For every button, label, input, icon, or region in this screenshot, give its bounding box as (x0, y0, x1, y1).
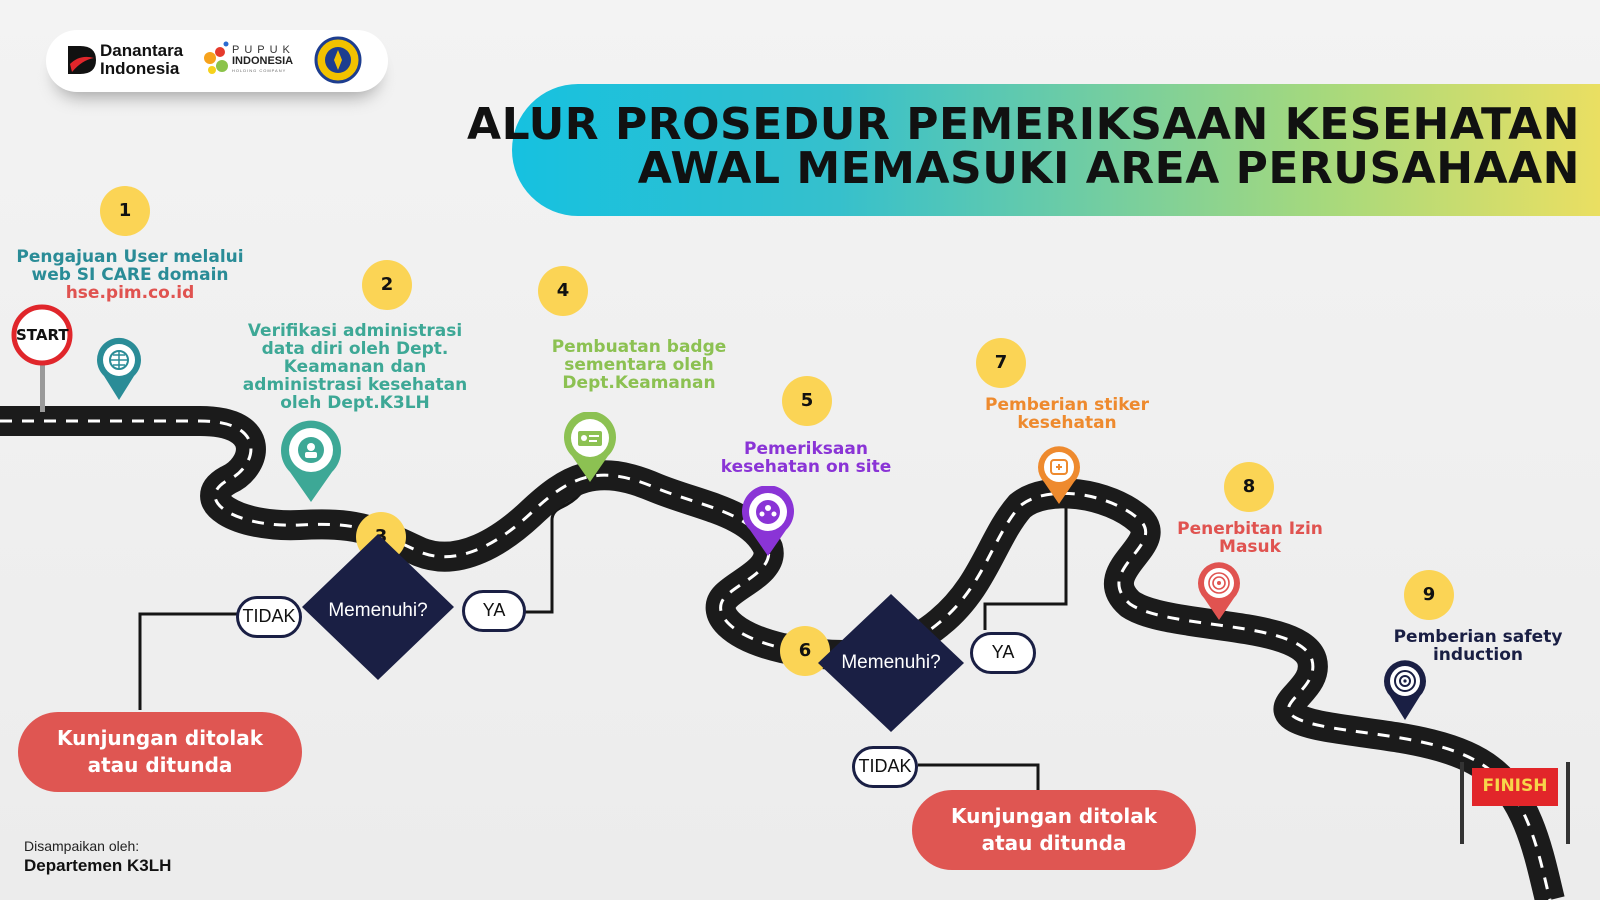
step-number-2: 2 (362, 260, 412, 310)
footer-department: Departemen K3LH (24, 856, 172, 875)
step-number-5: 5 (782, 376, 832, 426)
badge-card-icon (564, 412, 616, 482)
start-label: START (16, 326, 69, 344)
step-7-line1: Pemberian stiker (985, 395, 1149, 415)
decision-diamond-1 (302, 534, 454, 680)
step-9-line1: Pemberian safety (1393, 627, 1563, 647)
start-sign (11, 304, 73, 412)
decision-1-question: Memenuhi? (328, 600, 428, 621)
step-number-1: 1 (100, 186, 150, 236)
step-8-label: Penerbitan Izin Masuk (1150, 520, 1350, 556)
step-5-line1: Pemeriksaan (744, 439, 868, 459)
sticker-icon (1038, 446, 1080, 504)
title-line1: ALUR PROSEDUR PEMERIKSAAN KESEHATAN (467, 99, 1580, 150)
decision-1-no: TIDAK (236, 596, 302, 638)
step-number-8: 8 (1224, 462, 1274, 512)
reject-2-line2: atau ditunda (981, 831, 1127, 855)
pupuk-logo-dots-icon (204, 41, 229, 74)
finish-label: FINISH (1482, 776, 1548, 796)
reject-1-line2: atau ditunda (87, 753, 233, 777)
step-1-url: hse.pim.co.id (65, 283, 195, 303)
step-4-label: Pembuatan badge sementara oleh Dept.Keam… (520, 338, 758, 392)
step-2-label: Verifikasi administrasi data diri oleh D… (230, 322, 480, 412)
reject-1-line1: Kunjungan ditolak (56, 726, 264, 750)
decision-2-no: TIDAK (852, 746, 918, 788)
step-number-6: 6 (780, 626, 830, 676)
step-5-line2: kesehatan on site (720, 457, 892, 477)
decision-1-yes: YA (462, 590, 526, 632)
step-4-line1: Pembuatan badge (551, 337, 727, 357)
reject-box-2: Kunjungan ditolak atau ditunda (912, 790, 1196, 870)
step-2-line2: data diri oleh Dept. (261, 339, 449, 359)
connector-tidak-1 (138, 612, 238, 710)
id-verify-icon (281, 420, 341, 502)
step-5-label: Pemeriksaan kesehatan on site (690, 440, 922, 476)
reject-box-1: Kunjungan ditolak atau ditunda (18, 712, 302, 792)
step-number-7: 7 (976, 338, 1026, 388)
step-2-line4: administrasi kesehatan (242, 375, 468, 395)
step-4-line2: sementara oleh (564, 355, 714, 375)
step-4-line3: Dept.Keamanan (562, 373, 716, 393)
step-number-9: 9 (1404, 570, 1454, 620)
globe-icon (97, 337, 141, 400)
title-banner: ALUR PROSEDUR PEMERIKSAAN KESEHATAN AWAL… (467, 84, 1600, 216)
step-9-line2: induction (1432, 645, 1523, 665)
step-number-4: 4 (538, 266, 588, 316)
footer-label: Disampaikan oleh: (24, 838, 140, 854)
step-8-line1: Penerbitan Izin (1177, 519, 1323, 539)
pupuk-line2: INDONESIA (232, 55, 294, 67)
reject-2-line1: Kunjungan ditolak (950, 804, 1158, 828)
connector-tidak-2 (918, 763, 1040, 794)
danantara-wordmark: Danantara Indonesia (100, 42, 183, 78)
decision-2-question: Memenuhi? (841, 652, 941, 673)
step-9-label: Pemberian safety induction (1378, 628, 1578, 664)
title-line2: AWAL MEMASUKI AREA PERUSAHAAN (637, 143, 1580, 194)
danantara-logo-icon (68, 46, 96, 74)
medical-team-icon (742, 486, 794, 556)
step-2-line1: Verifikasi administrasi (247, 321, 463, 341)
step-7-label: Pemberian stiker kesehatan (952, 396, 1182, 432)
decision-diamond-2 (818, 594, 964, 732)
finish-gate (1460, 762, 1570, 844)
target-icon (1384, 660, 1426, 720)
step-1-line1: Pengajuan User melalui (16, 247, 244, 267)
step-1-label: Pengajuan User melalui web SI CARE domai… (0, 248, 260, 302)
fingerprint-icon (1198, 562, 1240, 620)
decision-2-yes: YA (970, 632, 1036, 674)
pupuk-line1: PUPUK (232, 44, 295, 56)
step-2-line3: Keamanan dan (283, 357, 427, 377)
step-7-line2: kesehatan (1017, 413, 1117, 433)
company-seal-icon (314, 36, 362, 84)
danantara-line1: Danantara (100, 41, 184, 60)
danantara-line2: Indonesia (100, 59, 180, 78)
pupuk-line3: HOLDING COMPANY (232, 68, 287, 73)
step-1-line2: web SI CARE domain (31, 265, 229, 285)
step-8-line2: Masuk (1219, 537, 1281, 557)
step-2-line5: oleh Dept.K3LH (280, 393, 430, 413)
connector-ya-2 (983, 500, 1068, 630)
